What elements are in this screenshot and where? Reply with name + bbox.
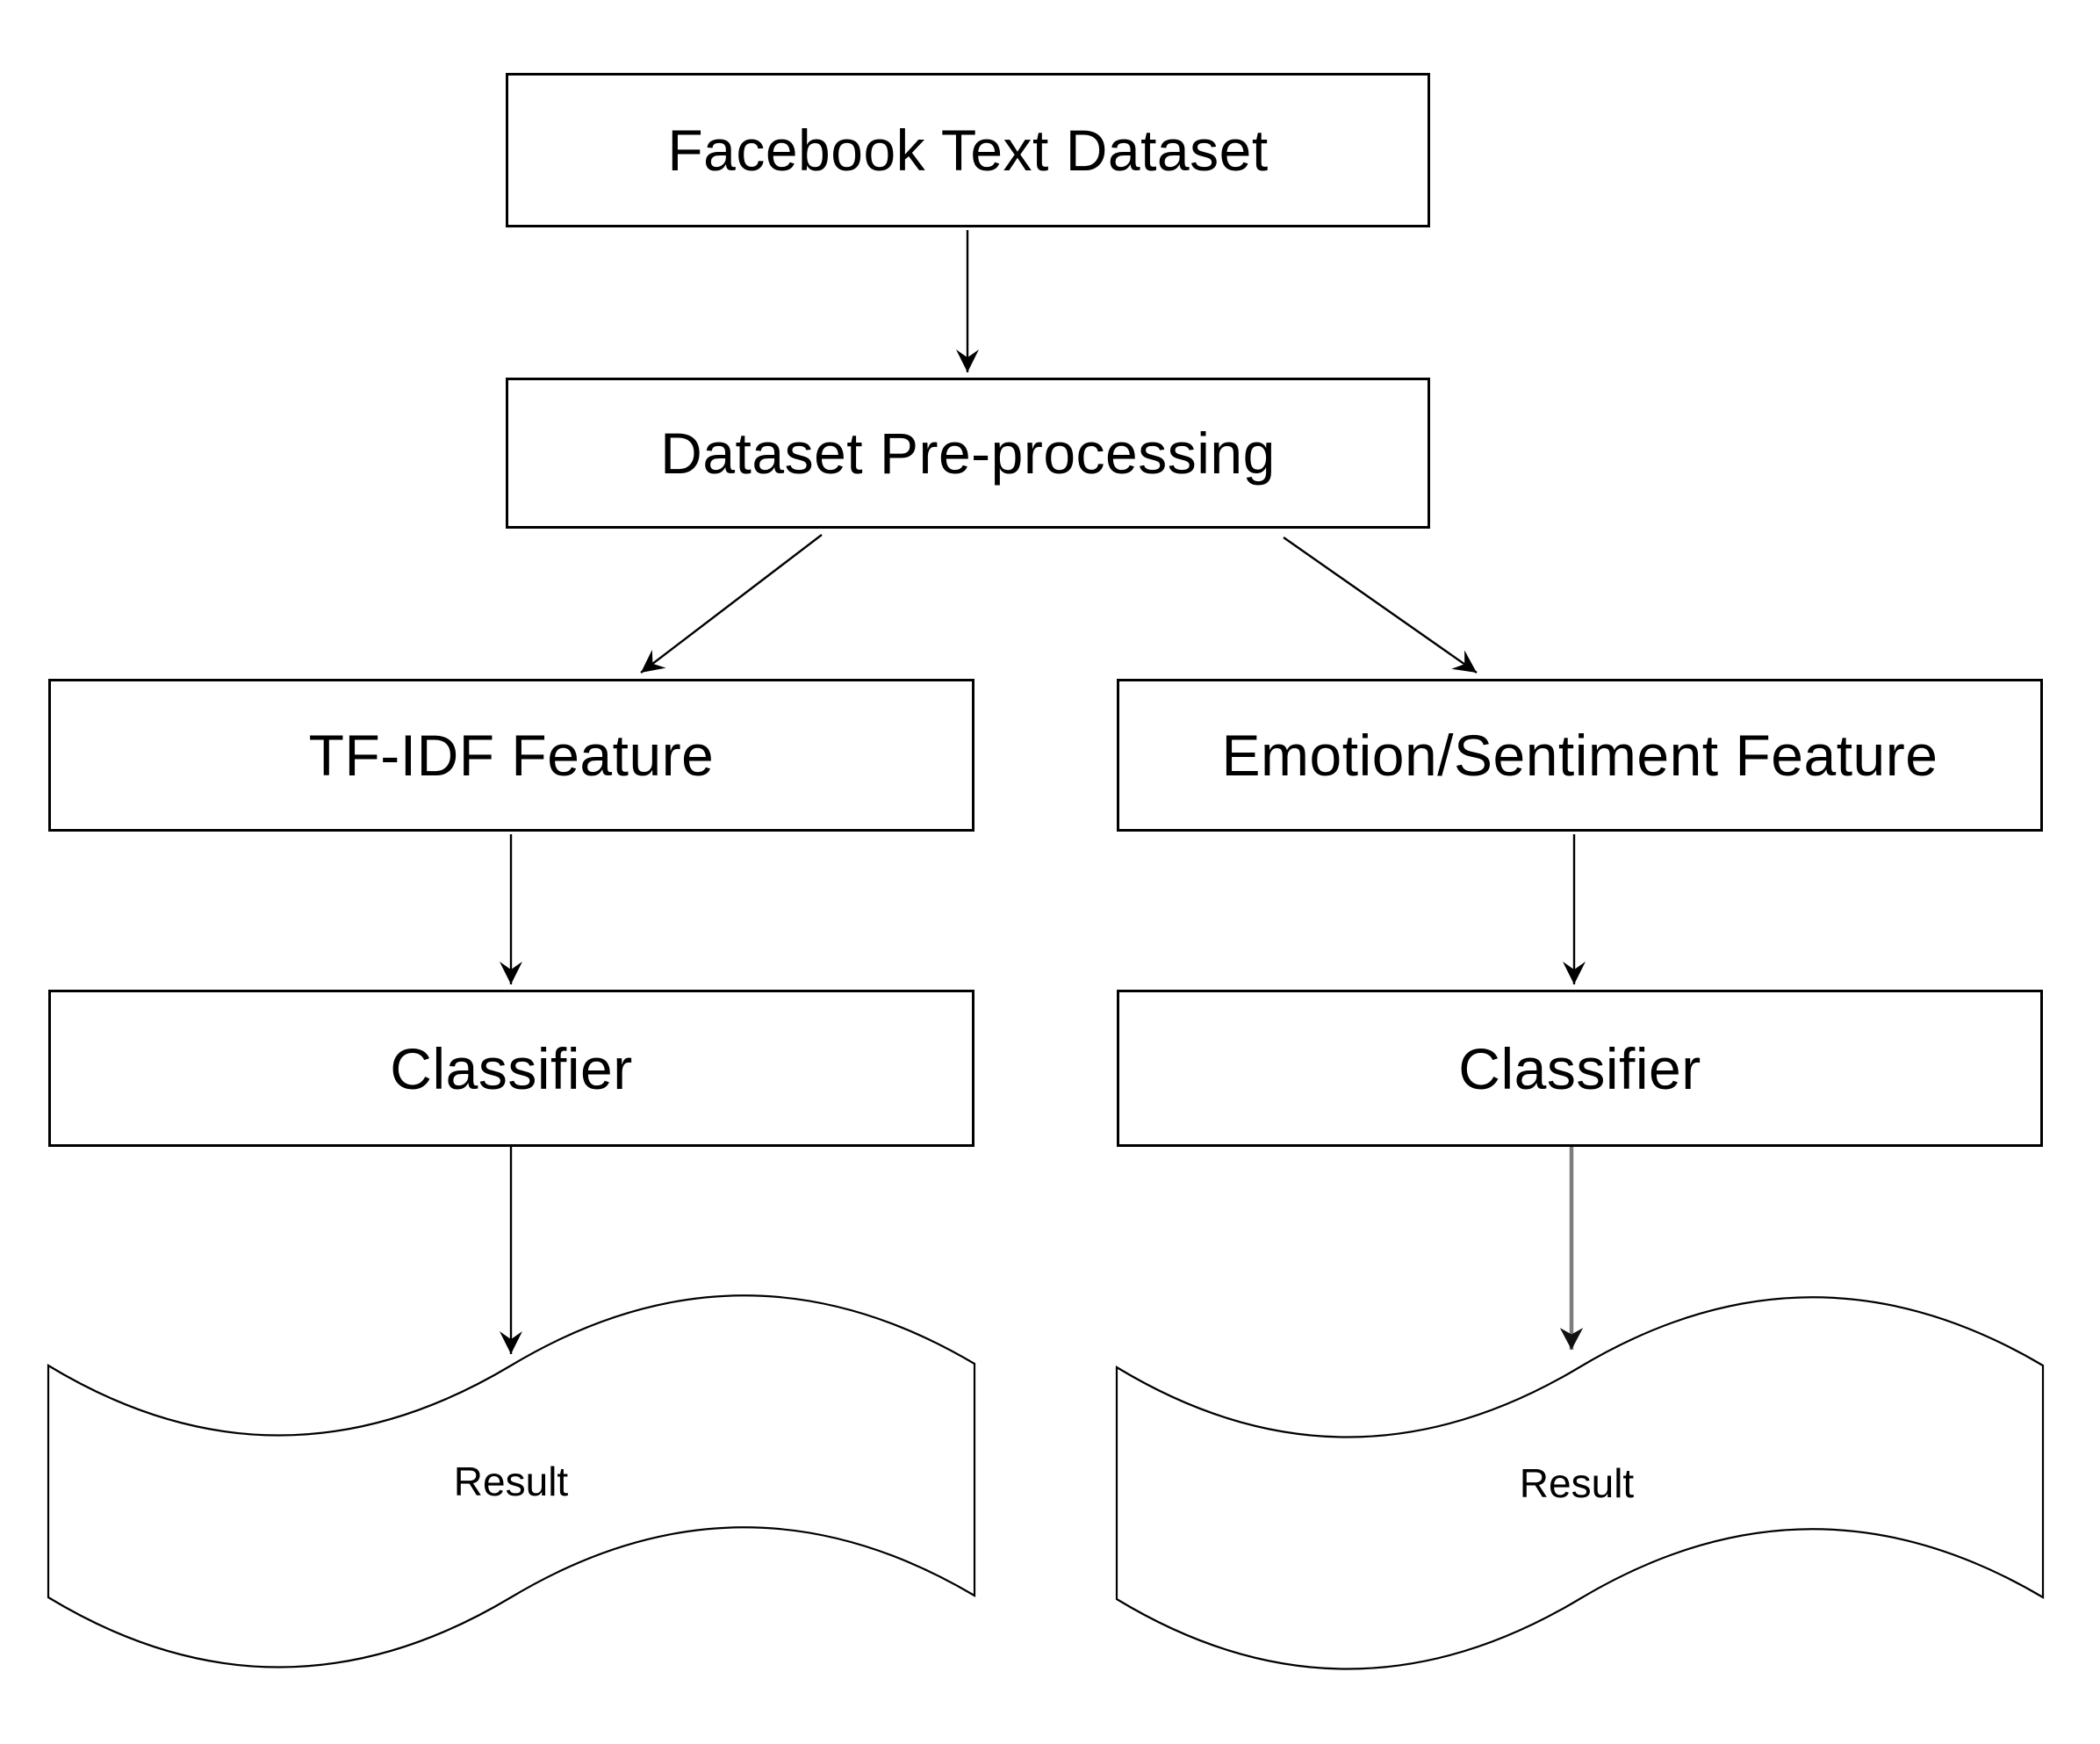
node-classifier-right: Classifier	[1117, 990, 2043, 1147]
node-label-result-left: Result	[453, 1459, 569, 1504]
node-label-emotion-sentiment-feature: Emotion/Sentiment Feature	[1221, 723, 1938, 788]
node-label-classifier-left: Classifier	[390, 1035, 633, 1101]
node-emotion-sentiment-feature: Emotion/Sentiment Feature	[1117, 679, 2043, 832]
node-tfidf-feature: TF-IDF Feature	[48, 679, 974, 832]
node-label-facebook-text-dataset: Facebook Text Dataset	[667, 118, 1269, 183]
result-tape-shape-left	[47, 1294, 976, 1668]
node-label-result-right: Result	[1519, 1460, 1635, 1506]
node-classifier-left: Classifier	[48, 990, 974, 1147]
node-dataset-preprocessing: Dataset Pre-processing	[506, 378, 1430, 529]
arrow-preprocessing-to-emotion	[1283, 537, 1478, 674]
node-label-dataset-preprocessing: Dataset Pre-processing	[660, 421, 1276, 486]
node-facebook-text-dataset: Facebook Text Dataset	[506, 73, 1430, 227]
arrow-preprocessing-to-tfidf	[640, 534, 823, 674]
node-label-tfidf-feature: TF-IDF Feature	[308, 723, 715, 788]
node-label-classifier-right: Classifier	[1458, 1035, 1701, 1101]
result-tape-shape-right	[1115, 1296, 2045, 1670]
